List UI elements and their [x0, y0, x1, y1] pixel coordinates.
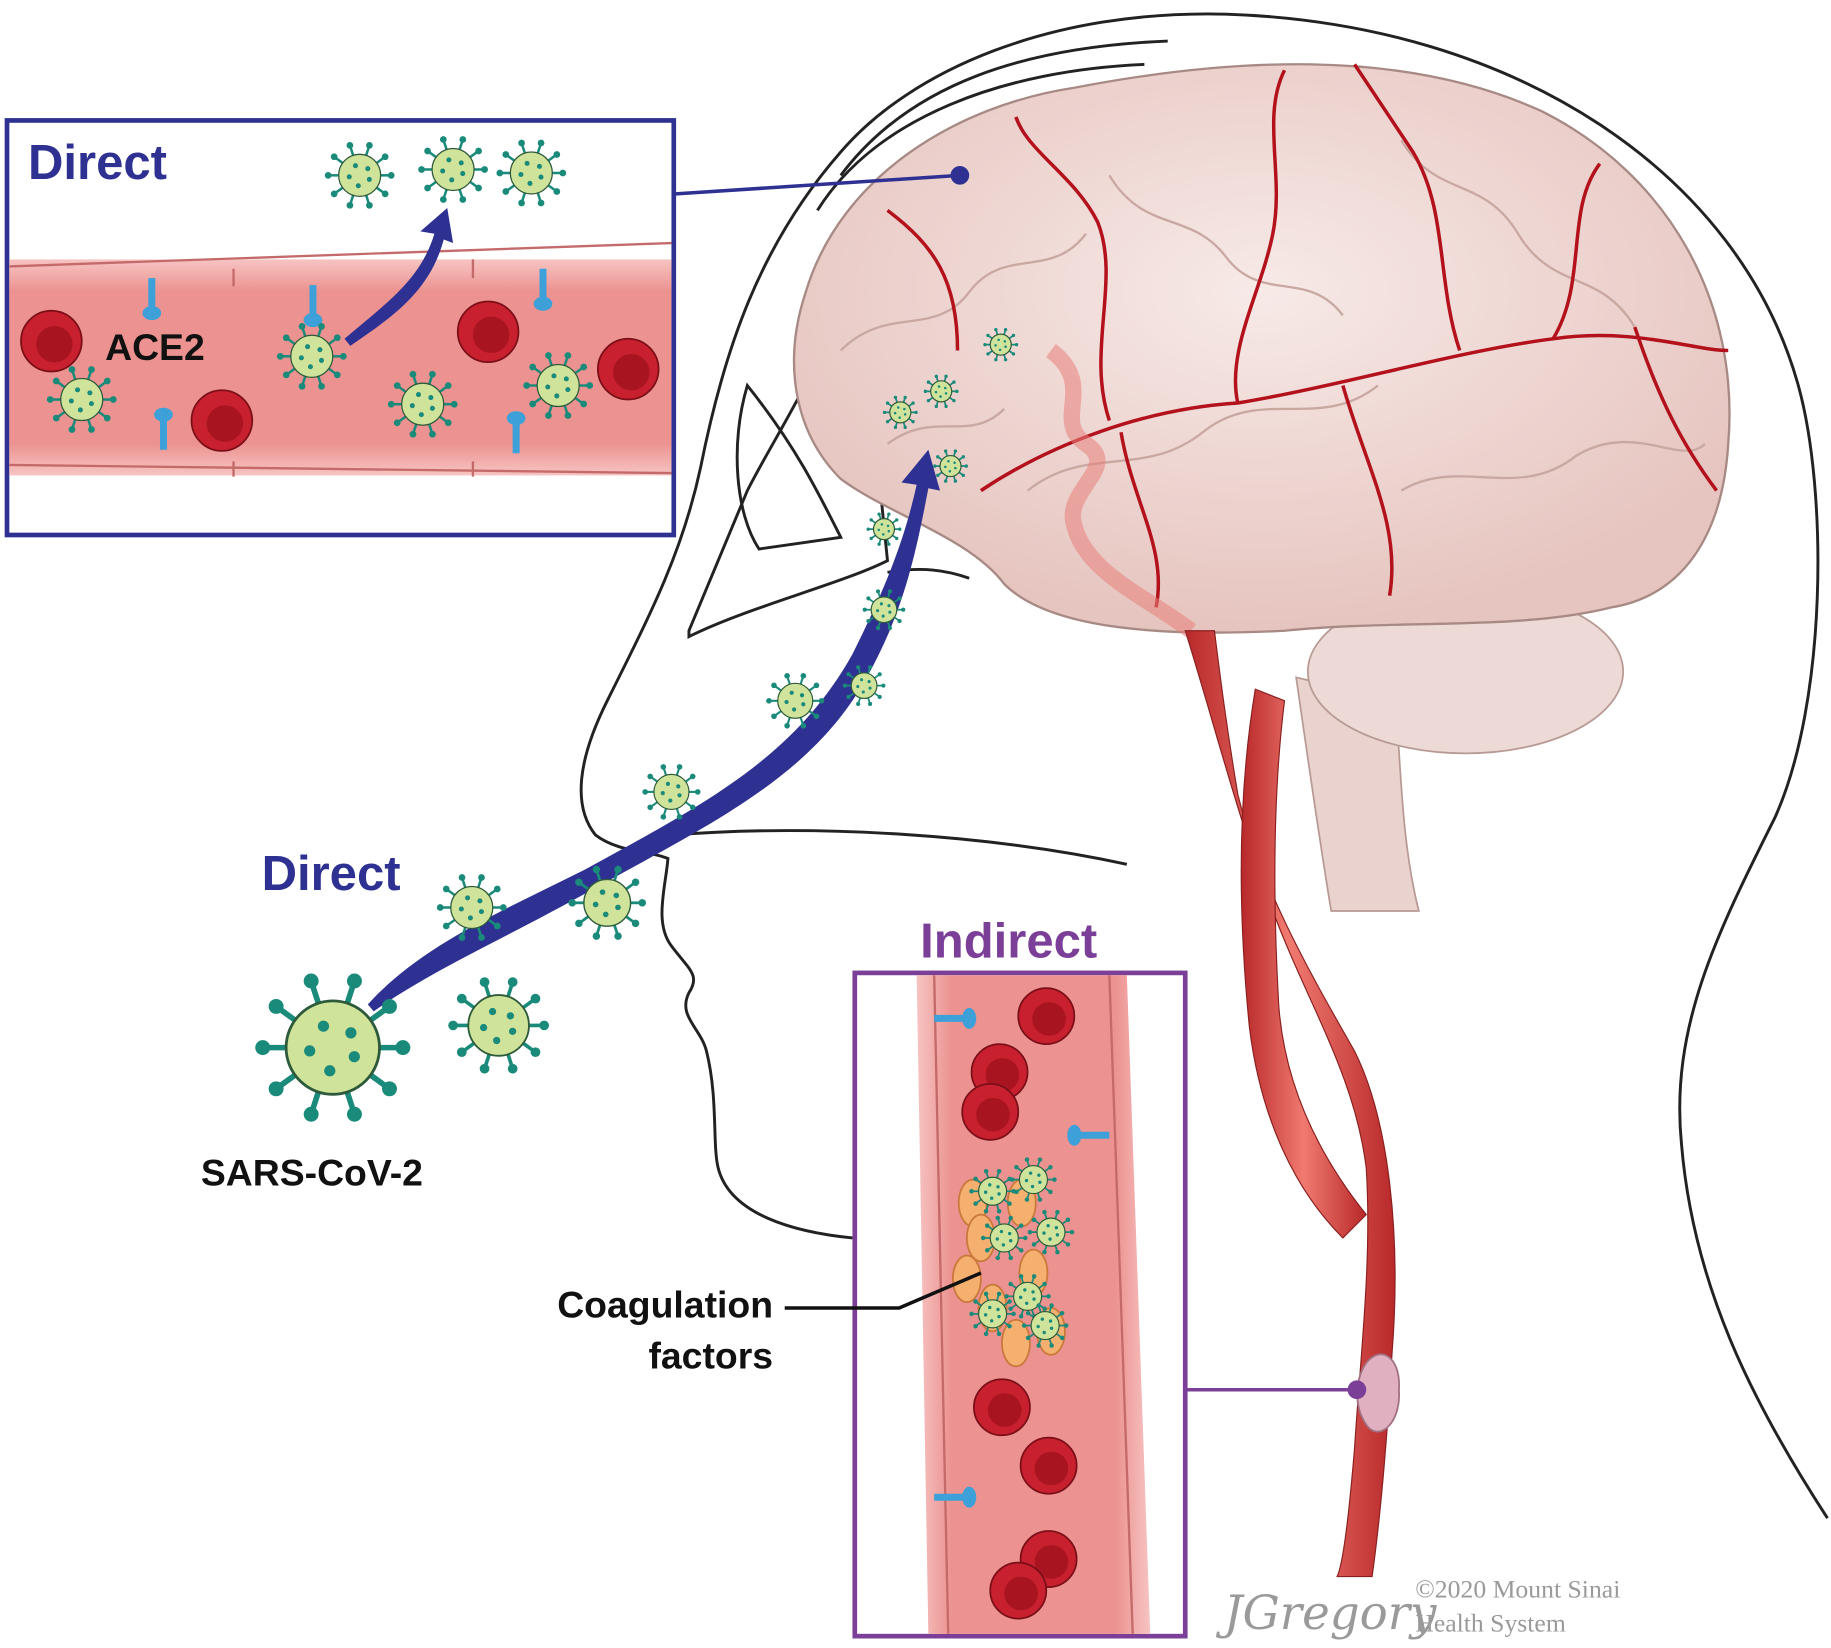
virus-particle-icon — [1021, 1303, 1069, 1348]
ace2-receptor-icon — [934, 1007, 977, 1029]
direct-inset-pointer-dot — [950, 165, 970, 185]
red-blood-cell — [1019, 1436, 1078, 1495]
red-blood-cell — [190, 389, 254, 452]
carotid-arteries — [1184, 630, 1396, 1578]
virus-particle-icon — [969, 1291, 1016, 1337]
coagulation-label-line1: Coagulation — [557, 1283, 773, 1325]
virus-particle-icon — [1027, 1209, 1075, 1255]
indirect-inset-pointer-dot — [1347, 1380, 1367, 1400]
virus-particle-icon — [324, 141, 395, 209]
indirect-inset — [852, 970, 1188, 1639]
red-blood-cell — [20, 309, 83, 373]
copyright-line2: Health System — [1415, 1608, 1566, 1637]
cell-exit-arrow — [344, 208, 454, 346]
virus-particle-icon — [276, 322, 347, 390]
coagulation-label-line2: factors — [648, 1335, 773, 1377]
virus-particle-icon — [766, 673, 825, 729]
nasal-route-arrow — [367, 449, 941, 1012]
ace2-receptor-icon — [154, 407, 173, 450]
virus-particle-icon — [866, 512, 902, 546]
red-blood-cell — [456, 300, 520, 364]
virus-particle-icon — [418, 136, 488, 203]
red-blood-cell — [597, 337, 660, 401]
platelet — [1001, 1318, 1031, 1368]
virus-particle-icon — [969, 1169, 1016, 1214]
clot-cluster — [951, 1157, 1075, 1368]
red-blood-cell — [1017, 987, 1076, 1045]
brain — [792, 63, 1731, 634]
virus-particle-icon — [1010, 1157, 1057, 1202]
virus-particle-icon — [933, 449, 968, 483]
direct-route-label: Direct — [262, 847, 401, 901]
virus-particle-icon — [642, 764, 701, 820]
direct-inset — [4, 118, 677, 538]
ace2-receptor-icon — [1067, 1124, 1110, 1146]
copyright-line1: ©2020 Mount Sinai — [1415, 1575, 1620, 1604]
virus-particle-icon — [842, 665, 886, 707]
ace2-receptor-icon — [303, 285, 323, 328]
artist-signature: JGregory — [1216, 1587, 1437, 1641]
virus-particle-icon — [983, 327, 1019, 362]
red-blood-cell — [973, 1378, 1031, 1437]
virus-particle-icon — [496, 139, 567, 207]
ace2-receptor-icon — [142, 278, 162, 321]
direct-top-label: Direct — [28, 136, 167, 190]
virus-particle-icon — [387, 370, 458, 438]
virus-particle-icon — [46, 366, 117, 433]
middle-cerebral-artery — [1045, 343, 1196, 638]
virus-particle-icon — [568, 865, 646, 940]
virus-particle-icon — [980, 1215, 1028, 1261]
virus-label: SARS-CoV-2 — [201, 1151, 423, 1193]
ace2-receptor-icon — [934, 1486, 977, 1508]
red-blood-cell — [961, 1082, 1020, 1141]
virus-particle-icon — [436, 874, 507, 941]
virus-particle-icon — [255, 973, 411, 1122]
ace2-receptor-icon — [533, 268, 553, 311]
direct-inset-connector — [673, 173, 960, 196]
virus-particle-icon — [882, 395, 918, 430]
virus-particle-icon — [448, 977, 550, 1074]
cerebral-blood-vessels — [886, 63, 1729, 608]
ace2-receptor-icon — [506, 411, 526, 454]
coagulation-pointer-line — [784, 1271, 982, 1310]
virus-particle-icon — [862, 589, 906, 631]
virus-particle-icon — [923, 374, 959, 409]
virus-particle-icon — [523, 352, 594, 419]
virus-particle-icon — [1004, 1274, 1051, 1319]
indirect-label: Indirect — [920, 915, 1097, 969]
red-blood-cell — [989, 1561, 1048, 1620]
brain-gyri — [839, 139, 1706, 492]
ace2-label: ACE2 — [105, 326, 205, 368]
